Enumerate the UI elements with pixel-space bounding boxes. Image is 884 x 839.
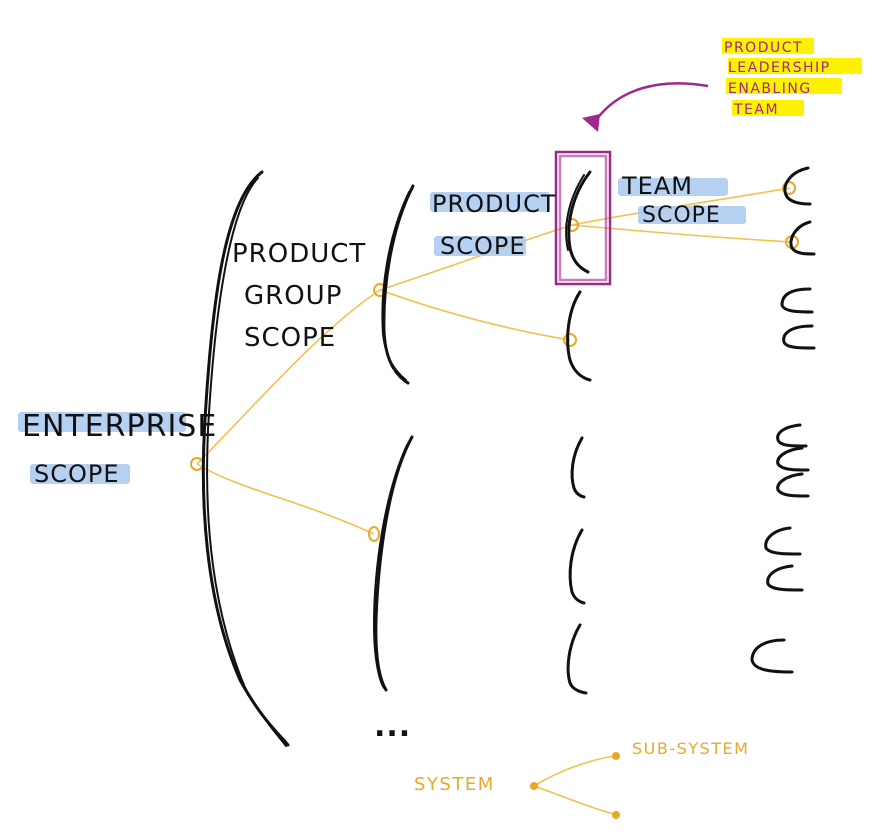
enterprise-label-line2: SCOPE (34, 460, 120, 488)
node-product-2 (563, 333, 577, 347)
node-team-1 (782, 181, 796, 195)
enabling-team-annotation (554, 82, 709, 286)
product-brackets (565, 170, 592, 695)
node-product-group-2 (368, 526, 380, 542)
annotation-line2: LEADERSHIP (728, 60, 831, 76)
product-group-label-line3: SCOPE (244, 323, 336, 353)
legend-subsystem-label: SUB-SYSTEM (632, 739, 749, 758)
product-group-label-line1: PRODUCT (232, 239, 366, 269)
annotation-line4: TEAM (733, 102, 779, 118)
team-label-line1: TEAM (621, 172, 693, 200)
team-brackets (750, 166, 816, 674)
legend-subsystem-node-2 (612, 811, 620, 819)
enterprise-label-line1: ENTERPRISE (22, 409, 217, 444)
label-highlights (18, 38, 862, 484)
annotation-arrow (595, 82, 709, 121)
product-label-line1: PRODUCT (432, 190, 557, 218)
product-group-braces (372, 184, 415, 692)
legend-system-label: SYSTEM (414, 774, 495, 795)
enterprise-brace (201, 170, 290, 747)
connector-lines (196, 187, 793, 535)
annotation-line3: ENABLING (728, 81, 812, 97)
product-label-line2: SCOPE (440, 232, 526, 260)
legend: SYSTEM SUB-SYSTEM (414, 739, 749, 819)
enabling-team-box (554, 150, 612, 286)
legend-system-node (530, 782, 538, 790)
legend-subsystem-node-1 (612, 752, 620, 760)
annotation-arrowhead (582, 114, 600, 132)
ellipsis-more: ... (374, 709, 411, 744)
team-label-line2: SCOPE (642, 203, 721, 228)
product-group-label-line2: GROUP (244, 281, 342, 311)
annotation-line1: PRODUCT (724, 40, 803, 56)
